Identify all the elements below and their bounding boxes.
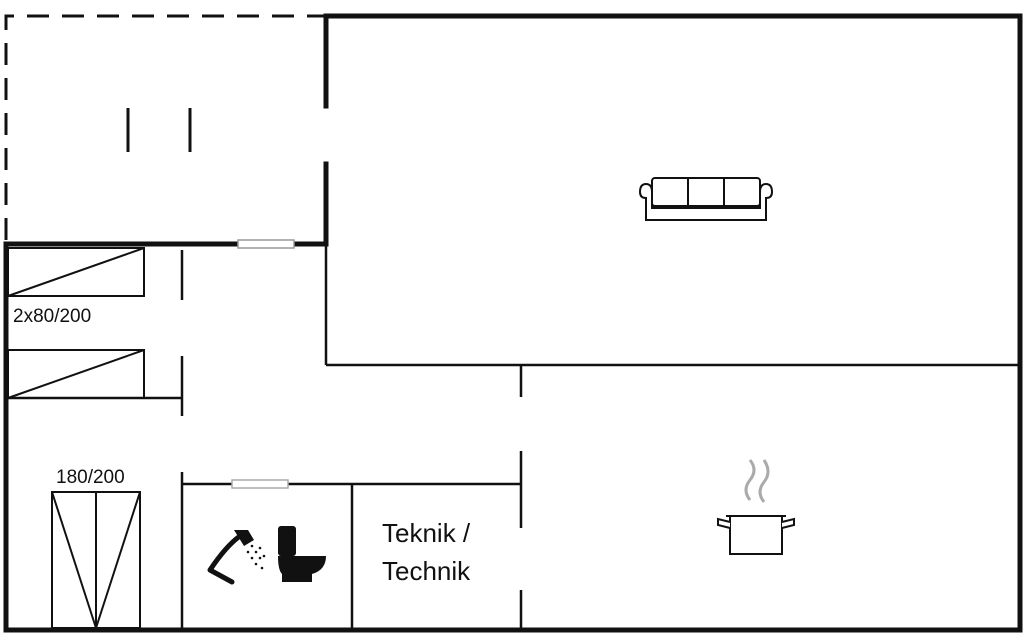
interior-walls	[6, 244, 1020, 630]
utility-label-line2: Technik	[382, 556, 471, 586]
exterior-walls	[3, 13, 1023, 633]
bunk-bed-label: 2x80/200	[13, 306, 91, 327]
toilet-icon	[278, 526, 326, 582]
double-bed	[51, 491, 141, 629]
bunk-bed	[7, 247, 145, 399]
utility-label-line1: Teknik /	[382, 518, 471, 548]
bathroom-door	[231, 479, 289, 489]
sofa-icon	[638, 177, 774, 221]
cooking-pot-icon	[717, 459, 795, 555]
terrace-posts	[126, 108, 192, 152]
double-bed-label: 180/200	[56, 467, 125, 488]
terrace-outline	[4, 14, 326, 240]
shower-icon	[207, 530, 266, 585]
entrance-door	[237, 239, 295, 249]
